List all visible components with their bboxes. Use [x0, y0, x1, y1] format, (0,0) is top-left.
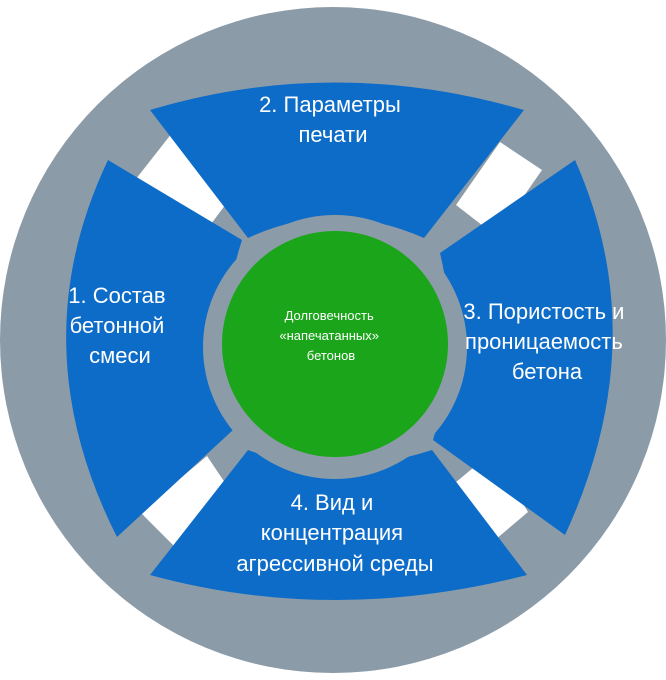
- segment-left-label: 1. Состав бетонной смеси: [68, 283, 171, 368]
- segment-left: [66, 160, 243, 537]
- connector-top-left: [132, 133, 238, 236]
- connector-bottom-left: [140, 456, 240, 550]
- center-line-2: «напечатанных»: [279, 328, 379, 343]
- segment-left-line-1: 1. Состав: [68, 283, 165, 308]
- segment-bottom-line-3: агрессивной среды: [236, 551, 433, 576]
- segment-top-line-2: печати: [299, 122, 368, 147]
- connector-top-right: [456, 142, 542, 236]
- segment-left-line-2: бетонной: [70, 313, 165, 338]
- segment-left-line-3: смеси: [89, 343, 151, 368]
- segment-bottom-label: 4. Вид и концентрация агрессивной среды: [236, 490, 433, 576]
- connectors: [132, 133, 542, 550]
- segment-bottom-line-2: концентрация: [261, 520, 403, 545]
- center-line-3: бетонов: [307, 348, 356, 363]
- segment-top: [150, 82, 524, 238]
- segments: [66, 82, 613, 600]
- segment-right: [433, 160, 613, 535]
- segment-right-line-2: проницаемость: [465, 329, 623, 354]
- segment-right-line-1: 3. Пористость и: [463, 299, 624, 324]
- segment-right-line-3: бетона: [512, 359, 583, 384]
- center-label: Долговечность «напечатанных» бетонов: [279, 308, 382, 363]
- center-circle: [222, 231, 448, 457]
- center-line-1: Долговечность: [285, 308, 374, 323]
- segment-bottom: [150, 450, 527, 600]
- connector-bottom-right: [455, 452, 528, 545]
- segment-top-label: 2. Параметры печати: [259, 92, 407, 147]
- segment-bottom-line-1: 4. Вид и: [291, 490, 374, 515]
- segment-top-line-1: 2. Параметры: [259, 92, 401, 117]
- segment-right-label: 3. Пористость и проницаемость бетона: [463, 299, 630, 384]
